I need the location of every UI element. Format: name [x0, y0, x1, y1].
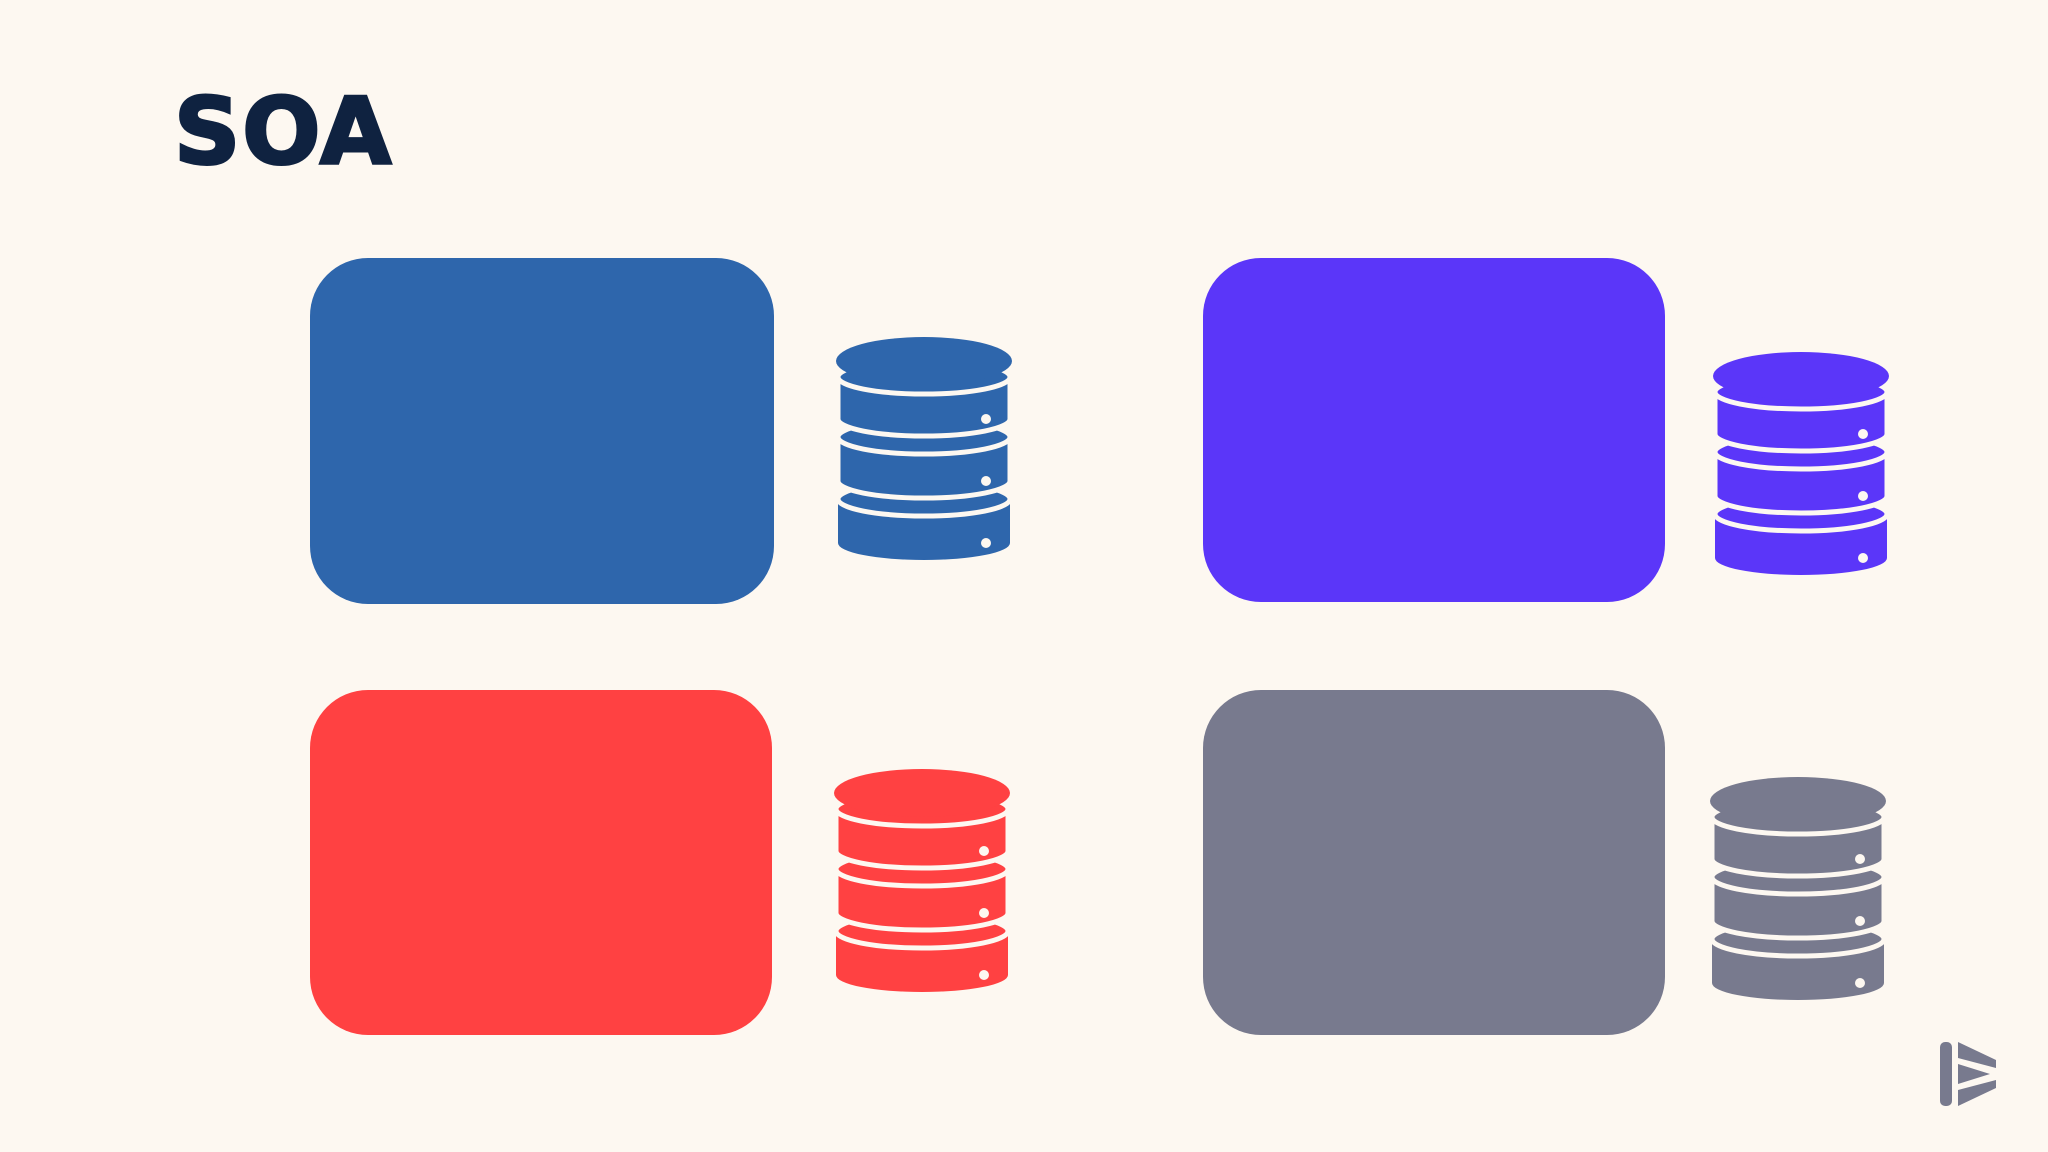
database-icon — [1713, 352, 1889, 588]
database-icon — [1710, 777, 1886, 1013]
logo-chevron-bottom — [1958, 1080, 1996, 1106]
service-box-purple — [1203, 258, 1665, 602]
service-box-gray — [1203, 690, 1665, 1035]
brand-logo-icon — [1938, 1038, 2000, 1110]
database-icon — [836, 337, 1012, 573]
database-icon — [834, 769, 1010, 1005]
service-box-blue — [310, 258, 774, 604]
logo-chevron-top — [1958, 1042, 1996, 1068]
logo-chevron-middle — [1958, 1064, 1990, 1084]
page-title: SOA — [172, 78, 394, 185]
logo-bar — [1940, 1042, 1952, 1106]
service-box-red — [310, 690, 772, 1035]
